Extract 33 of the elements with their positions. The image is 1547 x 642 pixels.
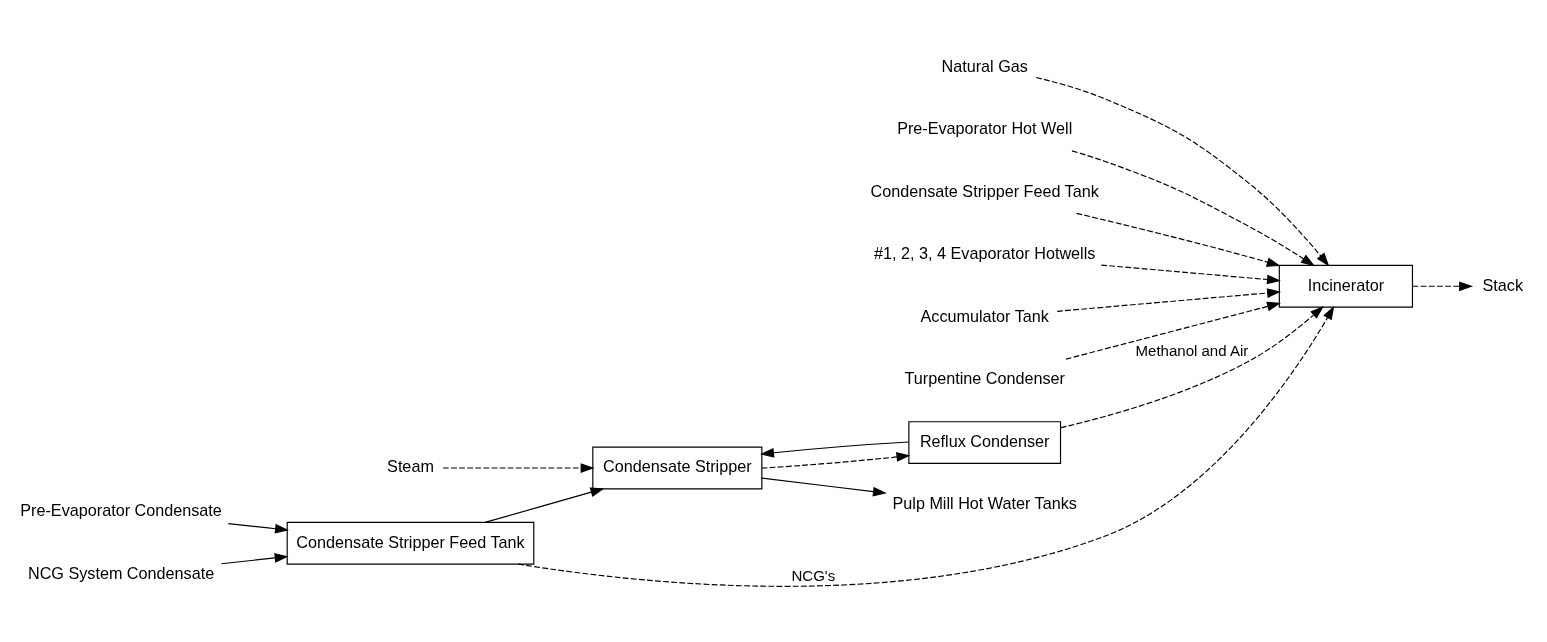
node-box: Condensate Stripper bbox=[591, 446, 762, 490]
arrow bbox=[1070, 150, 1315, 267]
node-text: Turpentine Condenser bbox=[903, 369, 1065, 388]
arrow bbox=[1056, 288, 1281, 312]
arrow bbox=[1035, 76, 1329, 267]
node-text: Natural Gas bbox=[941, 56, 1028, 75]
node-box: Condensate Stripper Feed Tank bbox=[286, 521, 534, 565]
node-text: Stack bbox=[1482, 275, 1523, 294]
node-text: #1, 2, 3, 4 Evaporator Hotwells bbox=[873, 244, 1095, 263]
node-text: Pulp Mill Hot Water Tanks bbox=[891, 494, 1077, 513]
node-text: Steam bbox=[386, 457, 434, 476]
node-text: Pre-Evaporator Condensate bbox=[19, 501, 222, 520]
edge-label: Methanol and Air bbox=[1135, 342, 1248, 360]
arrow bbox=[483, 487, 604, 523]
node-box: Incinerator bbox=[1278, 264, 1413, 308]
edge-label: NCG's bbox=[790, 566, 835, 584]
arrow bbox=[441, 463, 595, 473]
arrow bbox=[517, 305, 1334, 587]
node-text: Accumulator Tank bbox=[920, 306, 1049, 325]
arrow bbox=[1059, 305, 1324, 429]
node-text: Pre-Evaporator Hot Well bbox=[896, 119, 1072, 138]
arrow bbox=[1064, 301, 1281, 360]
node-box: Reflux Condenser bbox=[907, 421, 1061, 464]
arrow bbox=[220, 553, 289, 565]
node-text: NCG System Condensate bbox=[27, 563, 214, 582]
arrow bbox=[227, 523, 289, 534]
arrow bbox=[760, 452, 910, 469]
arrow bbox=[759, 441, 909, 458]
arrow bbox=[1411, 281, 1473, 292]
arrow bbox=[1100, 264, 1281, 285]
arrow bbox=[1075, 212, 1281, 267]
node-text: Condensate Stripper Feed Tank bbox=[870, 181, 1099, 200]
arrow bbox=[760, 477, 887, 497]
